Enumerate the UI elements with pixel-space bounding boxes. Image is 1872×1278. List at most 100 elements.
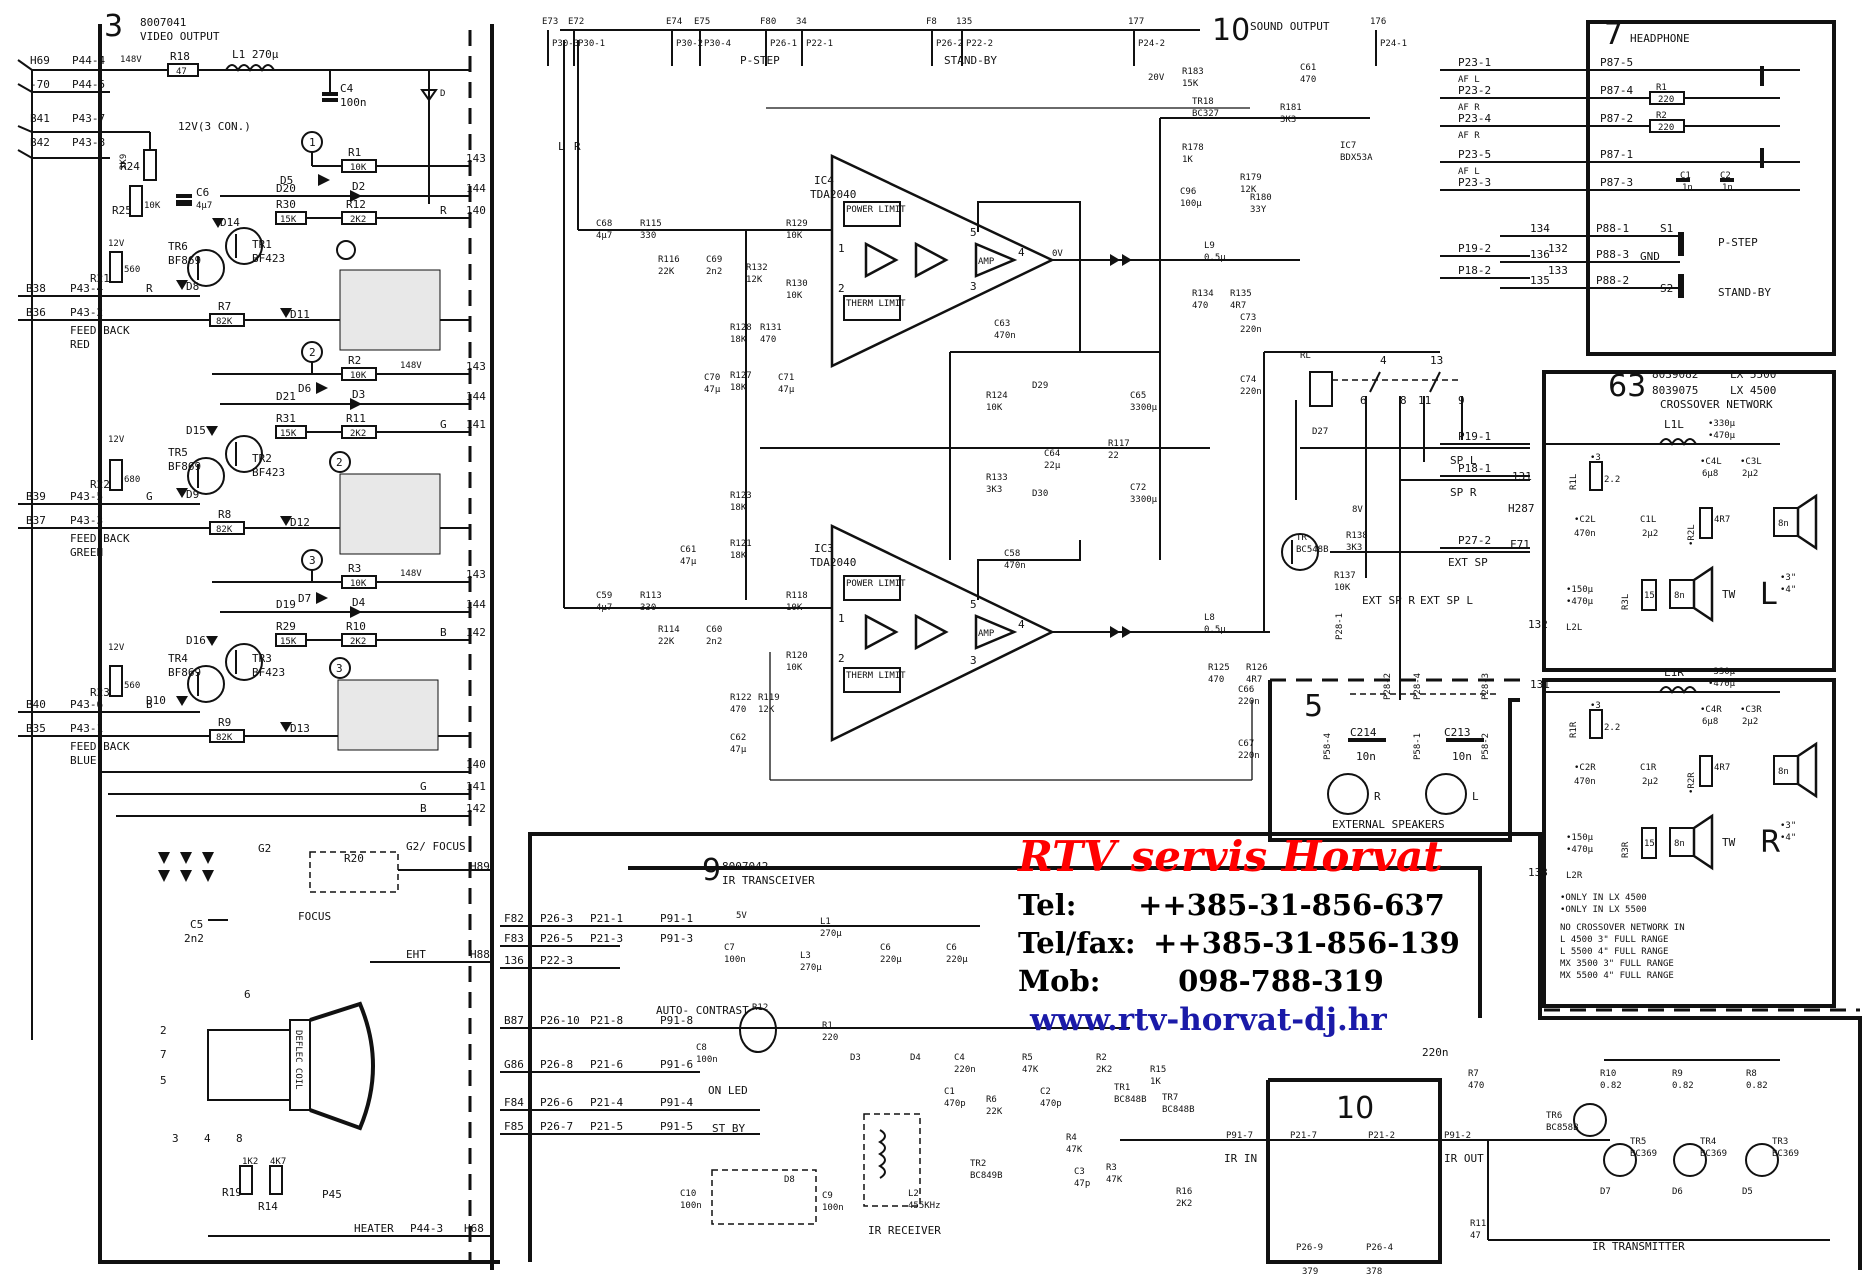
st-by-label: ST BY (712, 1122, 745, 1135)
ir-conn-4-a: G86 (504, 1058, 524, 1071)
top-conn-2-b: P30-2 (676, 39, 703, 49)
xo-left-r2: •R2L (1687, 524, 1697, 546)
ch-b-out3: 142 (466, 626, 486, 639)
ir-sub-conn-6: 379 (1302, 1267, 1318, 1277)
top-conn-5-a: 34 (796, 17, 807, 27)
ch-g-dmid: D6 (298, 382, 311, 395)
ir-part-29-ref: R11 (1470, 1219, 1486, 1229)
svg-text:148V: 148V (400, 361, 422, 371)
ch-r-color-label: RED (70, 338, 90, 351)
ir-conn-3-b: P26-10 (540, 1014, 580, 1027)
right-conn-7-pin: P19-1 (1458, 430, 1491, 443)
video-block-number: 3 (104, 9, 123, 44)
xo-left-c1v: 2µ2 (1642, 529, 1658, 539)
xo-left-c2: •C2L (1574, 515, 1596, 525)
crossover-block: L1L•330µ•470µ•C4L6µ8•C3L2µ2R1L•32.2•C2L4… (1528, 418, 1818, 981)
ch-b-fb-conn: P43-1 (70, 722, 103, 735)
top-conn-8-b: P24-2 (1138, 39, 1165, 49)
ir-part-31-value: 0.82 (1672, 1081, 1694, 1091)
rail-conn-p43-7: P43-7 (72, 112, 105, 125)
sound-part-30-value: 3300µ (1130, 403, 1158, 413)
channel-b-marker: 3 (309, 554, 316, 567)
xo-left-l1-v2: •470µ (1708, 431, 1736, 441)
block-borders (98, 20, 1862, 1270)
ir-block-code: 8007042 (722, 860, 768, 873)
xo-left-c2v: 470n (1574, 529, 1596, 539)
sound-part-57-ref: R137 (1334, 571, 1356, 581)
top-conn-3-b: P30-4 (704, 39, 731, 49)
website-link[interactable]: www.rtv-horvat-dj.hr (1030, 1002, 1387, 1038)
sound-part-49-value: 470 (1208, 675, 1224, 685)
ir-part-6-value: 100n (696, 1055, 718, 1065)
right-conn-2-signal: AF R (1458, 131, 1480, 141)
xo-note-6: MX 5500 4" FULL RANGE (1560, 971, 1674, 981)
sound-part-46-ref: C73 (1240, 313, 1256, 323)
ch-g-rout-ref: R11 (346, 412, 366, 425)
hp-switch-1-b: P88-3 (1596, 248, 1629, 261)
ch-r-db: D14 (220, 216, 240, 229)
video-block-code: 8007041 (140, 16, 186, 29)
amp-l-power-limit: POWER LIMIT (846, 579, 906, 589)
heater-conn: P44-3 (410, 1222, 443, 1235)
hp-conn-1: P87-4 (1600, 84, 1633, 97)
hp-s2-label: S2 (1660, 282, 1673, 295)
sound-part-35-value: BC327 (1192, 109, 1219, 119)
ch-b-rout-value: 2K2 (350, 637, 366, 647)
ch-r-rin-value: 560 (124, 265, 140, 275)
crossover-title: CROSSOVER NETWORK (1660, 398, 1773, 411)
tr6-transistor (1573, 1103, 1607, 1137)
ch-g-fb-input: B37 (26, 514, 46, 527)
label-131: 131 (1512, 470, 1532, 483)
sound-part-3-value: 2n2 (706, 267, 722, 277)
crt-pin-7: 7 (160, 1048, 167, 1061)
ch-b-rtop-ref: R3 (348, 562, 361, 575)
ir-part-17-ref: TR1 (1114, 1083, 1130, 1093)
video-channel-red: 1 R1 10K 143 D5 D20 D2 144 R30 15K R12 2… (18, 131, 486, 351)
xo-note-0: •ONLY IN LX 4500 (1560, 893, 1647, 903)
xo-right-l2v2: •470µ (1566, 845, 1594, 855)
bus-label-b: B (420, 802, 427, 815)
sound-part-45-value: 4R7 (1230, 301, 1246, 311)
g2-label: G2 (258, 842, 271, 855)
headphone-block: GND S1 S2 P-STEP STAND-BY P87-5P87-4P87-… (1500, 56, 1800, 299)
ir-part-19-ref: R4 (1066, 1133, 1077, 1143)
top-conn-8-a: 177 (1128, 17, 1144, 27)
sound-part-34-ref: R183 (1182, 67, 1204, 77)
ch-r-fb-input: B36 (26, 306, 46, 319)
sound-part-44-value: 470 (1192, 301, 1208, 311)
ch-b-color-label: BLUE (70, 754, 97, 767)
h88-label: H88 (470, 948, 490, 961)
ir-part-6-ref: C8 (696, 1043, 707, 1053)
sound-part-23-value: 47µ (730, 745, 747, 755)
xo-left-side: L (1760, 577, 1777, 612)
hp-conn-4: P87-3 (1600, 176, 1633, 189)
ch-g-rtop-value: 10K (350, 371, 367, 381)
hp-part-0-ref: R1 (1656, 83, 1667, 93)
h89-label: H89 (470, 860, 490, 873)
r-rail-label: R (574, 140, 581, 153)
sound-part-35-ref: TR18 (1192, 97, 1214, 107)
ch-r-dd: D11 (290, 308, 310, 321)
sound-part-20-ref: R120 (786, 651, 808, 661)
hp-switch-2-b: P88-2 (1596, 274, 1629, 287)
top-conn-4-a: F80 (760, 17, 776, 27)
relay-pin-4: 4 (1380, 354, 1387, 367)
xo-note-3: L 4500 3" FULL RANGE (1560, 935, 1668, 945)
xo-right-c3v: 2µ2 (1742, 717, 1758, 727)
sound-part-4-value: 10K (786, 231, 803, 241)
ch-b-rtop-value: 10K (350, 579, 367, 589)
crt-pin-2: 2 (160, 1024, 167, 1037)
ir-part-2-ref: L3 (800, 951, 811, 961)
xo-right-size1: •3" (1780, 821, 1796, 831)
ir-receiver-title: IR RECEIVER (868, 1224, 941, 1237)
ir-conn-6-b: P26-7 (540, 1120, 573, 1133)
ir-conn-3-d: P91-8 (660, 1014, 693, 1027)
contact-mob: Mob: 098-788-319 (1018, 964, 1384, 998)
video-block-title: VIDEO OUTPUT (140, 30, 220, 43)
right-conn-1-signal: AF R (1458, 103, 1480, 113)
rail-h69: H69 (30, 54, 50, 67)
auto-contrast-label: AUTO- CONTRAST (656, 1004, 749, 1017)
sound-part-53-ref: RL (1300, 351, 1311, 361)
ch-g-feedback-label: FEED-BACK (70, 532, 130, 545)
xo-right-r1v1: •3 (1590, 701, 1601, 711)
